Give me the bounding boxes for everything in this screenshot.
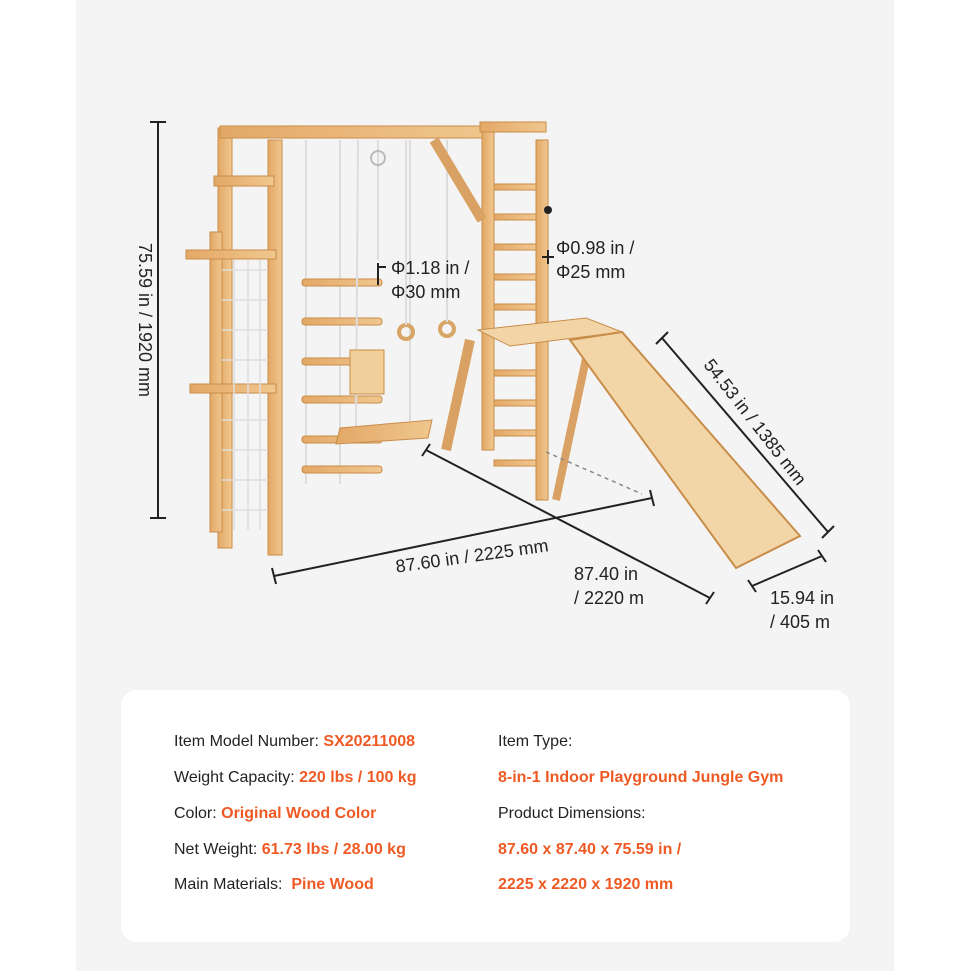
slide-width-dimension-line (747, 549, 827, 593)
spec-model-value: SX20211008 (323, 733, 416, 750)
spec-item-type-value: 8-in-1 Indoor Playground Jungle Gym (498, 769, 784, 786)
spec-item-type-label: Item Type: (498, 733, 573, 750)
net-climbing-wall (185, 127, 283, 556)
top-beam (219, 121, 547, 139)
spec-capacity-value: 220 lbs / 100 kg (299, 769, 417, 786)
spec-capacity-label: Weight Capacity: (174, 769, 300, 786)
spec-capacity: Weight Capacity: 220 lbs / 100 kg (174, 769, 417, 787)
spec-net-weight: Net Weight: 61.73 lbs / 28.00 kg (174, 841, 406, 859)
slide (545, 330, 802, 570)
rung-diameter-right-label: Φ0.98 in / Φ25 mm (556, 238, 635, 282)
ladder-tower (429, 131, 623, 501)
spec-model: Item Model Number: SX20211008 (174, 733, 415, 751)
spec-product-dims-label: Product Dimensions: (498, 805, 646, 822)
height-label: 75.59 in / 1920 mm (135, 242, 155, 398)
depth-label: 87.40 in / 2220 m (574, 564, 645, 608)
height-dimension-line (150, 121, 166, 519)
spec-product-dims-line1: 87.60 x 87.40 x 75.59 in / (498, 841, 682, 858)
width-dimension-line (271, 489, 655, 585)
spec-color: Color: Original Wood Color (174, 805, 376, 823)
depth-dimension-line (421, 443, 715, 605)
spec-color-value: Original Wood Color (221, 805, 377, 822)
swing (335, 139, 433, 445)
spec-net-weight-label: Net Weight: (174, 841, 262, 858)
gymnastic-rings (370, 140, 456, 341)
spec-model-label: Item Model Number: (174, 733, 324, 750)
spec-color-label: Color: (174, 805, 222, 822)
diameter-markers (377, 250, 554, 285)
rung-diameter-left-label: Φ1.18 in / Φ30 mm (391, 258, 470, 302)
spec-card (121, 690, 850, 942)
spec-materials-label: Main Materials: (174, 876, 292, 893)
slide-width-label: 15.94 in / 405 m (770, 588, 835, 632)
slide-length-dimension-line (655, 331, 835, 539)
spec-materials: Main Materials: Pine Wood (174, 876, 374, 894)
spec-net-weight-value: 61.73 lbs / 28.00 kg (261, 841, 406, 858)
spec-product-dims-line2: 2225 x 2220 x 1920 mm (498, 876, 674, 893)
spec-materials-value: Pine Wood (291, 876, 374, 893)
